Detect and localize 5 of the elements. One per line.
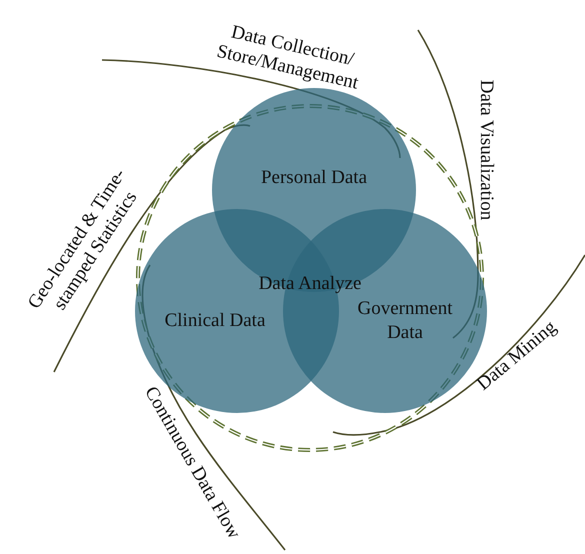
center-label: Data Analyze <box>258 273 362 295</box>
circle-label: Government Data <box>356 297 454 345</box>
stage-label: Data Visualization <box>475 78 497 222</box>
circle-label: Clinical Data <box>164 309 266 333</box>
circle-label: Personal Data <box>260 166 368 190</box>
